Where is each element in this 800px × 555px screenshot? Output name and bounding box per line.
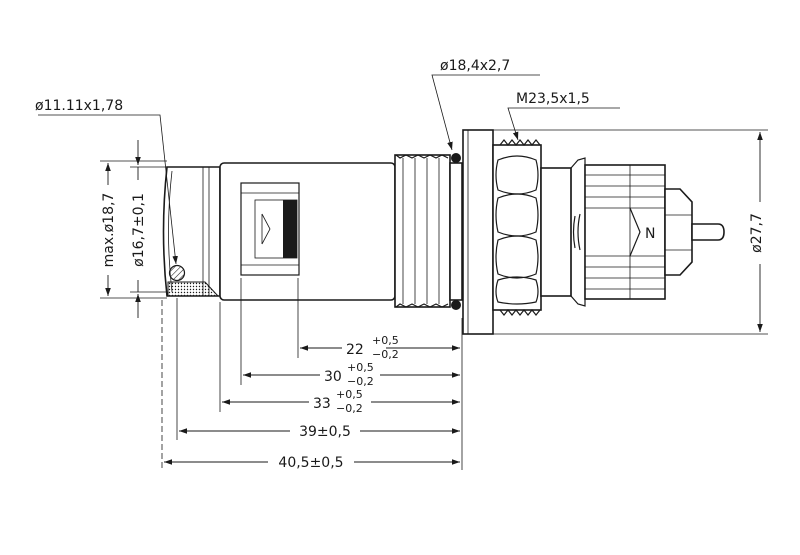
dim-large-o-ring: ø18,4x2,7 — [431, 58, 540, 151]
dim-thread: M23,5x1,5 — [507, 91, 620, 141]
svg-text:−0,2: −0,2 — [372, 348, 399, 361]
dim-inner-diameter: ø16,7±0,1 — [130, 140, 167, 318]
svg-text:33: 33 — [313, 396, 331, 412]
extension-lines — [161, 278, 463, 470]
svg-text:−0,2: −0,2 — [347, 375, 374, 388]
small-o-ring — [168, 264, 186, 282]
main-sleeve — [219, 162, 396, 301]
svg-text:+0,5: +0,5 — [372, 334, 399, 347]
dim-length-30: 30 +0,5 −0,2 — [243, 361, 460, 389]
mounting-flange — [462, 129, 494, 335]
dim-length-33: 33 +0,5 −0,2 — [222, 388, 460, 416]
dim-max-diameter: max.ø18,7 — [100, 160, 167, 299]
svg-text:ø27,7: ø27,7 — [749, 213, 765, 253]
dim-outer-diameter: ø27,7 — [493, 129, 770, 335]
svg-text:30: 30 — [324, 369, 342, 385]
rear-housing — [540, 157, 586, 307]
knob-marking-n: N — [645, 226, 655, 242]
coupling-knob: N — [584, 164, 666, 300]
threaded-section — [394, 153, 463, 310]
large-o-ring-bottom — [451, 300, 461, 310]
svg-text:39±0,5: 39±0,5 — [299, 424, 351, 440]
dim-length-39: 39±0,5 — [179, 421, 460, 441]
dim-length-22: 22 +0,5 −0,2 — [300, 334, 460, 362]
dim-small-o-ring: ø11.11x1,78 — [35, 98, 178, 265]
svg-text:ø11.11x1,78: ø11.11x1,78 — [35, 98, 123, 114]
large-o-ring-top — [451, 153, 461, 163]
contact-pin — [691, 223, 725, 241]
svg-text:+0,5: +0,5 — [347, 361, 374, 374]
front-cap — [162, 166, 221, 297]
svg-text:ø18,4x2,7: ø18,4x2,7 — [440, 58, 510, 74]
svg-text:M23,5x1,5: M23,5x1,5 — [516, 91, 590, 107]
panel-nut — [492, 139, 542, 316]
svg-text:−0,2: −0,2 — [336, 402, 363, 415]
svg-text:40,5±0,5: 40,5±0,5 — [278, 455, 343, 471]
connector-body: N — [162, 129, 725, 335]
svg-text:+0,5: +0,5 — [336, 388, 363, 401]
hex-nut — [664, 188, 693, 276]
svg-text:max.ø18,7: max.ø18,7 — [101, 193, 117, 268]
svg-text:ø16,7±0,1: ø16,7±0,1 — [131, 193, 147, 267]
svg-text:22: 22 — [346, 342, 364, 358]
dim-length-40-5: 40,5±0,5 — [164, 452, 460, 472]
